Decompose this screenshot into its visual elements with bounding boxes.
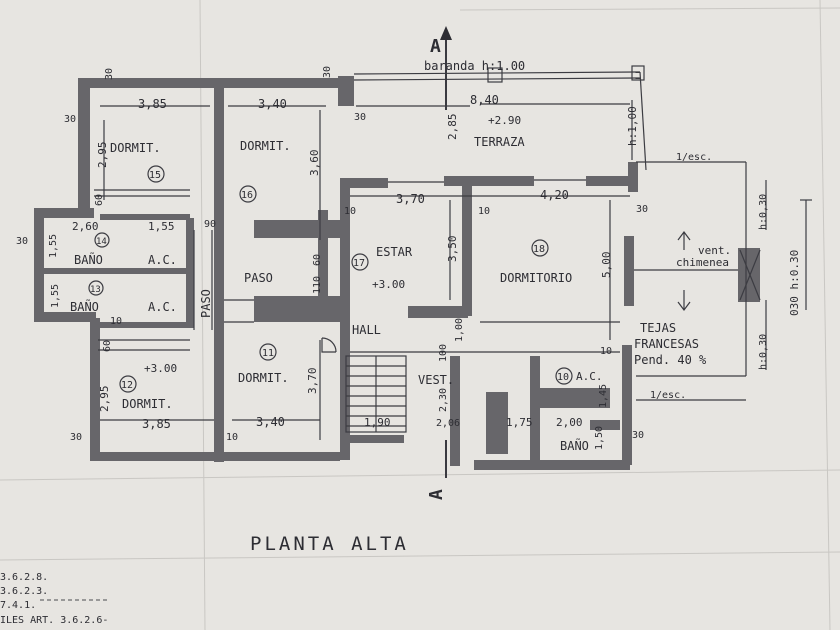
dim-295-b: 2,95 <box>98 386 111 413</box>
dim-100-b: 1,00 <box>454 318 465 342</box>
room-16-name: DORMIT. <box>240 139 291 153</box>
dim-145: 1,45 <box>598 384 609 408</box>
plan-title: PLANTA ALTA <box>250 533 409 555</box>
dim-60-c: 60 <box>312 254 323 266</box>
dim-150: 1,50 <box>594 426 605 450</box>
dim-340-top: 3,40 <box>258 97 287 111</box>
side-note-1: 3.6.2.8. <box>0 572 48 583</box>
section-marker-top: A <box>430 36 441 57</box>
pendiente-label: Pend. 40 % <box>634 353 707 367</box>
dim-30-mark: 30 <box>64 114 76 125</box>
dim-175: 1,75 <box>506 416 533 429</box>
dormit-12-label: DORMIT. <box>122 397 173 411</box>
room-15-name: DORMIT. <box>110 141 161 155</box>
labels: A A baranda h:1.00 3,85 3,40 8,40 2,95 3… <box>0 36 801 626</box>
dim-385-top: 3,85 <box>138 97 167 111</box>
room-16-number: 16 <box>241 190 253 201</box>
stair-treads <box>346 356 406 432</box>
dim-30-mark: 30 <box>632 430 644 441</box>
ac-13-label: A.C. <box>148 300 177 314</box>
dim-90: 90 <box>204 219 216 230</box>
ac-10-label: A.C. <box>576 370 603 383</box>
dim-10-mark: 10 <box>226 432 238 443</box>
chimenea-label: chimenea <box>676 256 729 269</box>
dim-100-right: h:1,00 <box>626 106 639 146</box>
side-note-2: 3.6.2.3. <box>0 586 48 597</box>
room-18-number: 18 <box>533 244 545 255</box>
bano-10-label: BAÑO <box>560 438 589 453</box>
francesas-label: FRANCESAS <box>634 337 699 351</box>
room-11-number: 11 <box>262 348 274 359</box>
dim-500: 5,00 <box>600 252 613 279</box>
dim-10-mark: 10 <box>110 316 122 327</box>
room-15-number: 15 <box>149 170 161 181</box>
dim-370-v: 3,70 <box>306 368 319 395</box>
side-note-4: ILES ART. 3.6.2.6- <box>0 615 108 626</box>
room-10-number: 10 <box>557 372 569 383</box>
dim-30-mark: 30 <box>16 236 28 247</box>
dim-840: 8,40 <box>470 93 499 107</box>
paso-vertical-label: PASO <box>199 289 213 318</box>
h030-a-label: h:0,30 <box>758 194 769 230</box>
h030-b-label: h:0,30 <box>758 334 769 370</box>
dormit-11-label: DORMIT. <box>238 371 289 385</box>
terraza-label: TERRAZA <box>474 135 525 149</box>
dim-230: 2,30 <box>438 388 449 412</box>
paso-label: PASO <box>244 271 273 285</box>
dim-370-h: 3,70 <box>396 192 425 206</box>
dim-10-mark: 10 <box>478 206 490 217</box>
estar-label: ESTAR <box>376 245 413 259</box>
room-12-number: 12 <box>121 380 133 391</box>
h030-side-label: 030 h:0.30 <box>788 250 801 316</box>
dim-360: 3,60 <box>308 150 321 177</box>
dim-60-a: 60 <box>94 194 105 206</box>
dim-30-mark: 30 <box>70 432 82 443</box>
dim-110: 110 <box>312 276 323 294</box>
bano-13-label: BAÑO <box>70 299 99 314</box>
bano-14-label: BAÑO <box>74 252 103 267</box>
dim-385-bot: 3,85 <box>142 417 171 431</box>
vent-label: vent. <box>698 244 731 257</box>
ac-14-label: A.C. <box>148 253 177 267</box>
estar-level: +3.00 <box>372 278 405 291</box>
dormitorio-18-label: DORMITORIO <box>500 271 572 285</box>
dim-420: 4,20 <box>540 188 569 202</box>
esc-bot-label: 1/esc. <box>650 390 686 401</box>
dim-155-c: 1,55 <box>50 284 61 308</box>
dim-100-a: 100 <box>438 344 449 362</box>
dim-10-mark: 10 <box>344 206 356 217</box>
room-14-number: 14 <box>96 237 107 247</box>
level-12: +3.00 <box>144 362 177 375</box>
dim-30-mark: 30 <box>354 112 366 123</box>
dim-30-mark: 30 <box>104 68 115 80</box>
plan-lines <box>40 26 812 601</box>
room-13-number: 13 <box>90 285 101 295</box>
dim-60-b: 60 <box>102 340 113 352</box>
dim-30-mark: 30 <box>636 204 648 215</box>
dim-30-mark: 30 <box>322 66 333 78</box>
dim-200: 2,00 <box>556 416 583 429</box>
hall-label: HALL <box>352 323 381 337</box>
dim-10-mark: 10 <box>600 346 612 357</box>
dim-260: 2,60 <box>72 220 99 233</box>
esc-top-label: 1/esc. <box>676 152 712 163</box>
vest-label: VEST. <box>418 373 454 387</box>
dim-285: 2,85 <box>446 114 459 141</box>
side-note-3: 7.4.1. <box>0 600 36 611</box>
terraza-level: +2.90 <box>488 114 521 127</box>
dim-295-left: 2,95 <box>96 142 109 169</box>
walls <box>34 76 760 470</box>
section-marker-bottom: A <box>426 489 447 500</box>
room-17-number: 17 <box>353 258 365 269</box>
dim-340-bot: 3,40 <box>256 415 285 429</box>
dim-206: 2,06 <box>436 418 460 429</box>
baranda-label: baranda h:1.00 <box>424 59 525 73</box>
tejas-label: TEJAS <box>640 321 676 335</box>
dim-190: 1,90 <box>364 416 391 429</box>
dim-350: 3,50 <box>446 236 459 263</box>
dim-155-b: 1,55 <box>48 234 59 258</box>
dim-155-a: 1,55 <box>148 220 175 233</box>
